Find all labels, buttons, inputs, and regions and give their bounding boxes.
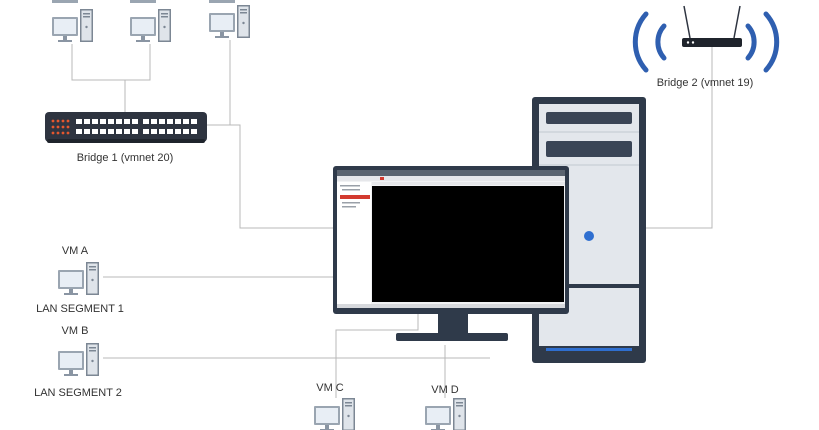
switch-icon (45, 112, 207, 143)
vm-a-label: VM A (62, 245, 89, 257)
vm-b-label: VM B (62, 325, 89, 337)
connector-lines (71, 40, 713, 398)
top-left-pc-icon (52, 0, 93, 42)
vm-c-pc-icon (314, 398, 355, 430)
top-right-pc-icon (209, 0, 250, 38)
top-middle-pc-icon (130, 0, 171, 42)
vm-b-pc-icon (58, 343, 99, 376)
lan-segment1-label: LAN SEGMENT 1 (36, 303, 124, 315)
host-monitor-icon (333, 166, 569, 341)
bridge2-label: Bridge 2 (vmnet 19) (657, 77, 754, 89)
lan-segment2-label: LAN SEGMENT 2 (34, 387, 122, 399)
vm-c-label: VM C (316, 382, 344, 394)
bridge1-label: Bridge 1 (vmnet 20) (77, 152, 174, 164)
vm-d-pc-icon (425, 398, 466, 430)
vm-a-pc-icon (58, 262, 99, 295)
vm-d-label: VM D (431, 384, 459, 396)
router-icon (682, 5, 742, 47)
host-tower-icon (532, 97, 646, 363)
wifi-waves-icon (632, 11, 780, 73)
